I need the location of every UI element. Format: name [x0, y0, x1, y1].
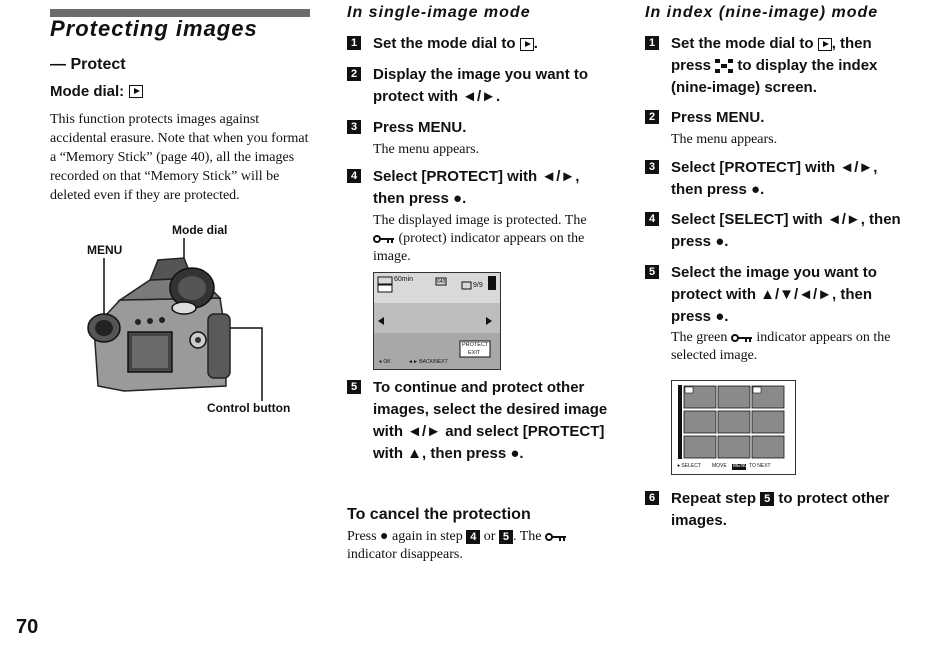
single-step-1-text: Set the mode dial to	[373, 35, 516, 52]
index-screen-menu: MENU	[733, 463, 748, 469]
cancel-text-a: Press ● again in step	[347, 529, 463, 544]
step-number: 2	[645, 110, 659, 124]
page-title: Protecting images	[50, 16, 258, 41]
step-number: 6	[645, 491, 659, 505]
index-step-2-text: Press MENU.	[671, 109, 765, 126]
single-step-4-note-a: The displayed image is protected. The	[373, 213, 587, 228]
single-mode-heading: In single-image mode	[347, 4, 531, 21]
cancel-text-or: or	[483, 529, 496, 544]
cancel-step-ref-a: 4	[466, 529, 481, 544]
index-screen-move: MOVE	[712, 463, 727, 469]
index-step-1-b: , then press	[671, 35, 872, 74]
cancel-text: Press ● again in step 4 or 5. The indica…	[347, 528, 609, 564]
page-subtitle: — Protect	[50, 56, 126, 73]
screen-size: 640	[437, 279, 446, 285]
intro-paragraph: This function protects images against ac…	[50, 112, 309, 203]
step-number: 4	[347, 169, 361, 183]
title-bar	[50, 9, 310, 17]
index-step-5-note-a: The green	[671, 330, 728, 345]
single-step-2-text: Display the image you want to protect wi…	[373, 66, 589, 105]
index-step-4-text: Select [SELECT] with ◄/►, then press ●.	[671, 211, 901, 250]
single-step-3-text: Press MENU.	[373, 119, 467, 136]
index-screen-next: TO NEXT	[749, 463, 771, 469]
step-number: 1	[347, 36, 361, 50]
index-screen-select: ● SELECT	[677, 463, 701, 469]
index-step-5-text: Select the image you want to protect wit…	[671, 264, 877, 325]
index-step-3: 3 Select [PROTECT] with ◄/►, then press …	[645, 157, 913, 201]
screen-battery: 60min	[394, 276, 414, 283]
protect-key-icon	[544, 532, 566, 541]
page-number: 70	[16, 616, 39, 638]
index-step-1-a: Set the mode dial to	[671, 35, 814, 52]
single-step-3: 3 Press MENU.	[347, 117, 609, 139]
index-step-6-a: Repeat step	[671, 490, 757, 507]
single-step-4-note-b: (protect) indicator appears on the image…	[373, 231, 585, 264]
index-mode-heading: In index (nine-image) mode	[645, 4, 879, 21]
index-step-1: 1 Set the mode dial to , then press to d…	[645, 33, 913, 99]
single-image-screen: 60min 640 9/9 PROTECT EXIT ● OK ◄► BACK/…	[373, 272, 501, 370]
index-step-4: 4 Select [SELECT] with ◄/►, then press ●…	[645, 209, 913, 253]
single-step-5-text: To continue and protect other images, se…	[373, 379, 608, 462]
screen-counter: 9/9	[473, 282, 483, 289]
index-step-1-c: to display the index (nine-image) screen…	[671, 57, 878, 96]
cancel-text-c: indicator disappears.	[347, 547, 463, 562]
mode-dial-label: Mode dial:	[50, 83, 125, 100]
cancel-step-ref-b: 5	[498, 529, 513, 544]
index-step-6-ref: 5	[760, 492, 775, 507]
index-view-icon	[715, 59, 734, 74]
mode-dial-line: Mode dial:	[50, 83, 144, 100]
cancel-text-b: . The	[512, 529, 542, 544]
index-step-5: 5 Select the image you want to protect w…	[645, 262, 913, 328]
step-number: 5	[347, 380, 361, 394]
single-step-4-note: The displayed image is protected. The (p…	[373, 212, 609, 266]
screen-menu-exit: EXIT	[468, 350, 481, 356]
step-number: 5	[645, 265, 659, 279]
single-step-4-text: Select [PROTECT] with ◄/►, then press ●.	[373, 168, 580, 207]
index-step-3-text: Select [PROTECT] with ◄/►, then press ●.	[671, 159, 878, 198]
single-step-1: 1 Set the mode dial to .	[347, 33, 609, 55]
step-number: 2	[347, 67, 361, 81]
index-screen: ● SELECT MOVE MENU TO NEXT	[671, 380, 796, 475]
index-step-5-note-b: indicator appears on the selected image.	[671, 330, 891, 363]
cancel-heading: To cancel the protection	[347, 506, 531, 523]
camera-control-button-label: Control button	[207, 401, 291, 415]
single-step-2: 2 Display the image you want to protect …	[347, 64, 609, 108]
step-number: 4	[645, 212, 659, 226]
screen-menu-protect: PROTECT	[462, 342, 489, 348]
playback-icon	[129, 85, 144, 98]
index-step-6: 6 Repeat step 5 to protect other images.	[645, 488, 913, 532]
playback-icon	[519, 37, 534, 51]
single-step-5: 5 To continue and protect other images, …	[347, 377, 609, 465]
index-step-5-note: The green indicator appears on the selec…	[671, 329, 913, 365]
single-step-1-end: .	[533, 35, 538, 52]
camera-mode-dial-label: Mode dial	[172, 223, 228, 237]
playback-icon	[817, 37, 832, 51]
protect-key-icon	[730, 333, 752, 342]
camera-illustration	[87, 238, 263, 401]
screen-ok: ● OK	[379, 359, 391, 365]
step-number: 1	[645, 36, 659, 50]
single-step-3-note: The menu appears.	[373, 142, 480, 157]
camera-menu-label: MENU	[87, 243, 123, 257]
single-step-4: 4 Select [PROTECT] with ◄/►, then press …	[347, 166, 609, 210]
index-step-2: 2 Press MENU.	[645, 107, 913, 129]
index-step-2-note: The menu appears.	[671, 132, 778, 147]
protect-key-icon	[373, 234, 394, 243]
index-step-6-b: to protect other images.	[671, 490, 890, 529]
step-number: 3	[645, 160, 659, 174]
step-number: 3	[347, 120, 361, 134]
screen-back-next: ◄► BACK/NEXT	[408, 359, 448, 365]
